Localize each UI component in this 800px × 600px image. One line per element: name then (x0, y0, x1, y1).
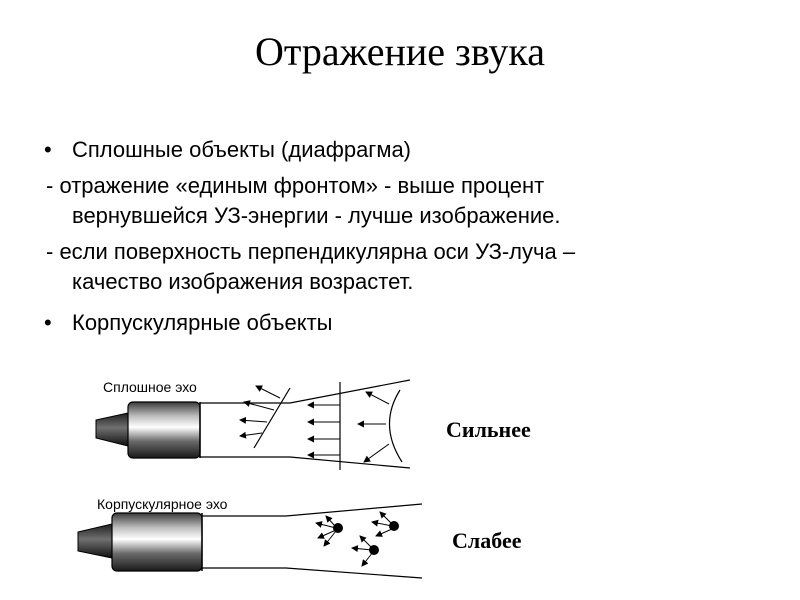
oblique-surface (253, 387, 291, 449)
arrow (239, 416, 268, 424)
scatter-particle-2 (371, 511, 399, 537)
arrow (375, 528, 393, 537)
probe-solid (95, 401, 201, 459)
arrow (359, 535, 373, 549)
probe-cable-tip (77, 523, 113, 559)
arrow (325, 515, 336, 527)
bullet-dot: • (44, 137, 52, 162)
reflection-line-1: - отражение «единым фронтом» - выше проц… (46, 173, 545, 198)
arrow (365, 391, 390, 405)
solid-echo-result: Сильнее (446, 417, 531, 442)
scatter-particle-3 (351, 535, 379, 567)
oblique-reflection-arrows (239, 385, 281, 439)
beam-upper-edge (202, 503, 423, 517)
probe-corpuscular (77, 512, 203, 572)
corpuscular-echo-result: Слабее (452, 528, 522, 553)
perpendicular-line-2: качество изображения возрастет. (72, 269, 414, 294)
perpendicular-line-1: - если поверхность перпендикулярна оси У… (46, 239, 576, 264)
probe-body (127, 401, 201, 459)
arrow (379, 511, 393, 525)
arrow (351, 545, 373, 553)
beam-upper-edge (200, 379, 411, 404)
reflection-line-2: вернувшейся УЗ-энергии - лучше изображен… (72, 203, 561, 228)
arrow (315, 521, 337, 529)
arrow (243, 400, 275, 411)
scatter-particle-1 (315, 515, 343, 547)
probe-cable-tip (95, 412, 129, 447)
arrow (323, 530, 337, 547)
bullet-solid-objects-text: Сплошные объекты (диафрагма) (72, 137, 412, 162)
beam-lower-edge (200, 456, 411, 469)
arrow (363, 443, 390, 463)
arrow (317, 529, 337, 539)
arrow (239, 431, 263, 439)
probe-body (111, 512, 203, 572)
curved-reflection-arrows (357, 391, 390, 463)
beam-lower-edge (202, 567, 423, 579)
echo-diagram: Сплошное эхо Сильнее Ко (77, 379, 531, 579)
arrow (371, 519, 393, 527)
bullet-dot: • (44, 310, 52, 335)
arrow (361, 551, 374, 567)
arrow (255, 385, 281, 399)
perpendicular-reflection-arrows (307, 401, 340, 459)
curved-surface (388, 389, 403, 463)
corpuscular-echo-label: Корпускулярное эхо (97, 496, 228, 512)
solid-echo-label: Сплошное эхо (103, 379, 197, 395)
bullet-corpuscular-objects-text: Корпускулярные объекты (72, 310, 333, 335)
slide-title: Отражение звука (255, 29, 545, 74)
